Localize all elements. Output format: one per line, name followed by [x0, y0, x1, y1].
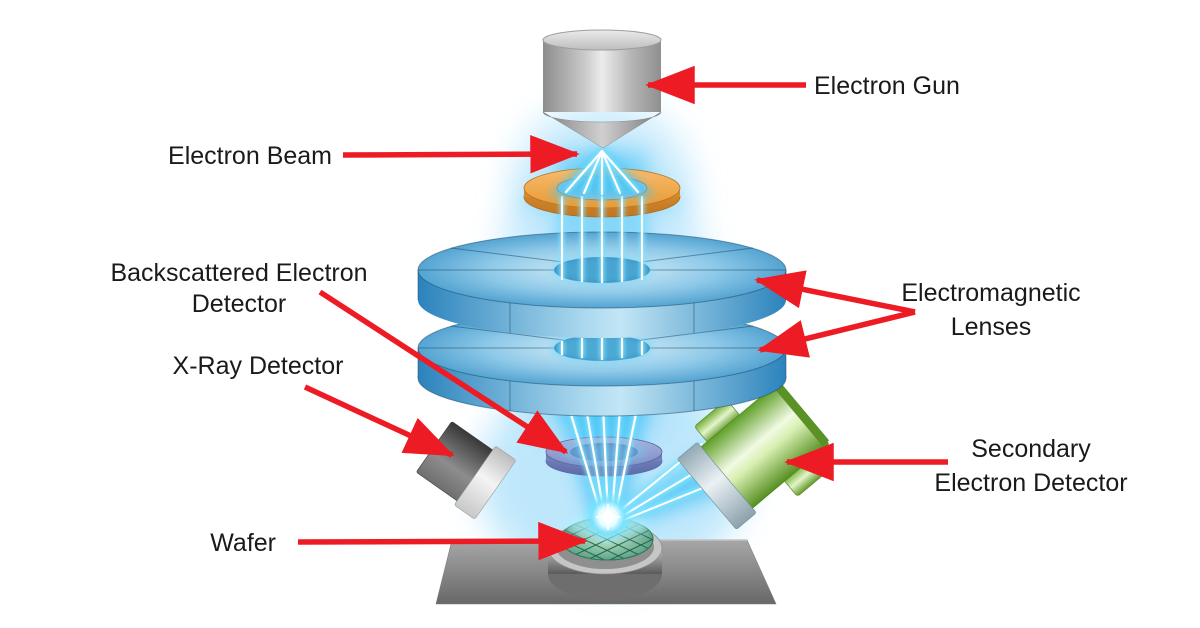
arrow-backscattered — [318, 289, 569, 455]
label-backscattered-detector-line2: Detector — [192, 290, 286, 318]
callout-arrows — [297, 65, 948, 561]
arrow-em-lens-upper — [754, 270, 916, 315]
label-xray-detector: X-Ray Detector — [173, 352, 344, 380]
diagram-labels: Electron Gun Electron Beam Backscattered… — [110, 72, 1127, 557]
label-wafer: Wafer — [210, 529, 276, 557]
electron-beam-column — [559, 196, 645, 283]
arrow-em-lens-lower — [757, 309, 916, 358]
electron-beam-fan — [548, 149, 656, 196]
arrow-wafer — [297, 521, 588, 561]
arrow-electron-beam — [342, 134, 580, 174]
beam-flash — [581, 490, 635, 544]
label-electromagnetic-lenses-line1: Electromagnetic — [901, 279, 1080, 307]
label-secondary-detector-line2: Electron Detector — [934, 469, 1127, 497]
electron-beam-gap — [550, 332, 654, 364]
label-electron-gun: Electron Gun — [814, 72, 960, 100]
label-electron-beam: Electron Beam — [168, 142, 332, 170]
arrow-xray — [303, 384, 455, 458]
label-secondary-detector-line1: Secondary — [971, 435, 1091, 463]
label-backscattered-detector-line1: Backscattered Electron — [110, 259, 367, 287]
electron-gun — [542, 29, 662, 149]
electromagnetic-lens-upper — [417, 231, 787, 338]
label-electromagnetic-lenses-line2: Lenses — [951, 313, 1032, 341]
xray-detector — [416, 421, 516, 519]
secondary-electron-detector — [677, 383, 830, 530]
